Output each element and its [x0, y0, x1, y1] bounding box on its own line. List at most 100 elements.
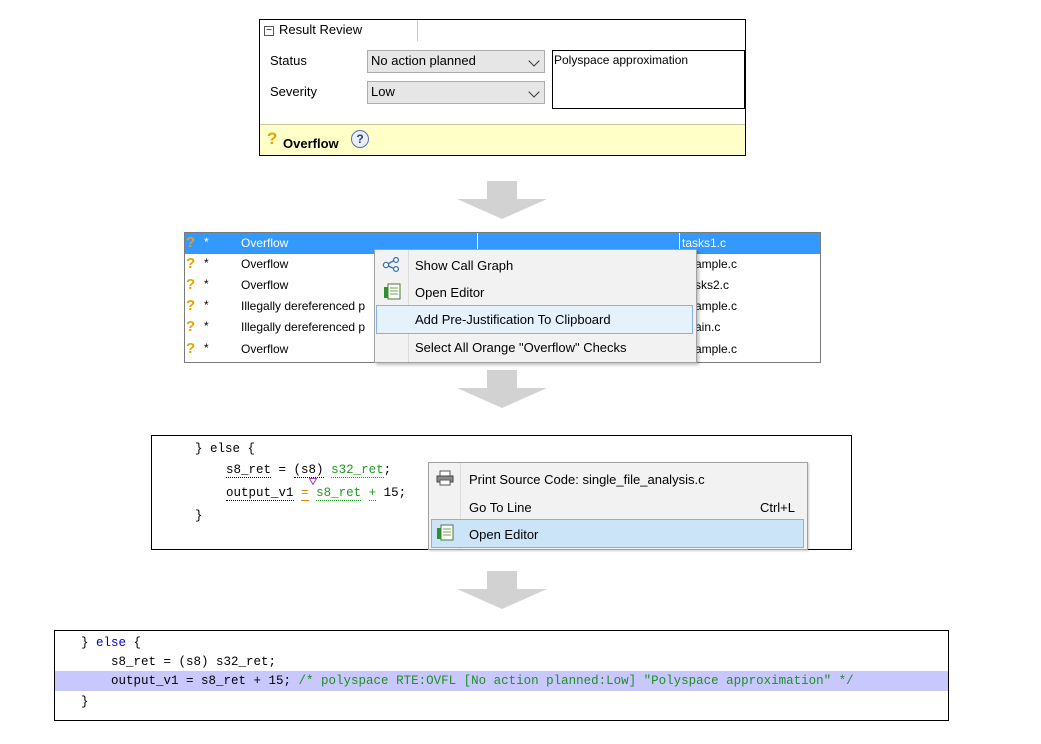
- code-line: }: [195, 509, 203, 523]
- code-line: s8_ret = (s8) s32_ret;: [81, 655, 277, 669]
- comment-field[interactable]: Polyspace approximation: [552, 50, 745, 109]
- result-review-header[interactable]: − Result Review: [260, 20, 418, 41]
- down-arrow-icon: [457, 181, 547, 219]
- results-context-menu: Show Call Graph Open Editor Add Pre-Just…: [374, 249, 697, 363]
- status-dropdown[interactable]: No action planned: [367, 50, 545, 73]
- menu-item-add-pre-justification[interactable]: Add Pre-Justification To Clipboard: [376, 305, 693, 334]
- down-arrow-icon: [457, 571, 547, 609]
- menu-item-label: Show Call Graph: [415, 258, 514, 273]
- check-cell: Illegally dereferenced p: [241, 299, 366, 313]
- menu-item-open-editor[interactable]: Open Editor: [375, 279, 696, 306]
- file-cell: ample.c: [695, 257, 738, 271]
- orange-check-icon: ?: [186, 318, 196, 335]
- cast-token[interactable]: (s8): [293, 463, 324, 478]
- code-token: 15;: [376, 486, 407, 500]
- menu-item-label: Select All Orange "Overflow" Checks: [415, 340, 627, 355]
- editor-icon: [384, 283, 401, 300]
- keyword-token: else: [96, 636, 127, 650]
- down-arrow-icon: [457, 370, 547, 408]
- orange-check-icon: ?: [186, 255, 196, 272]
- check-name: Overflow: [283, 136, 339, 151]
- table-row[interactable]: ? * Overflow ample.c: [185, 254, 820, 275]
- new-marker: *: [204, 341, 209, 355]
- check-cell: Illegally dereferenced p: [241, 320, 366, 334]
- table-row[interactable]: ? * Overflow sks2.c: [185, 275, 820, 296]
- code-token: output_v1 = s8_ret + 15;: [81, 674, 299, 688]
- code-line: s8_ret = (s8) s32_ret;: [226, 463, 392, 478]
- code-token: [324, 463, 332, 477]
- chevron-down-icon: [528, 86, 540, 98]
- column-divider: [477, 233, 478, 254]
- check-cell: Overflow: [241, 236, 289, 250]
- check-marker-icon: [309, 478, 317, 485]
- severity-value: Low: [371, 84, 395, 99]
- menu-item-label: Add Pre-Justification To Clipboard: [415, 312, 611, 327]
- menu-item-open-editor[interactable]: Open Editor: [431, 519, 804, 548]
- column-divider: [679, 233, 680, 254]
- code-token: [361, 486, 369, 500]
- table-row[interactable]: ? * Overflow tasks1.c: [185, 233, 820, 254]
- table-row[interactable]: ? * Illegally dereferenced p ample.c: [185, 296, 820, 317]
- new-marker: *: [204, 319, 209, 333]
- new-marker: *: [204, 235, 209, 249]
- orange-check-icon: ?: [186, 297, 196, 314]
- plus-operator-token[interactable]: +: [368, 486, 377, 501]
- collapse-toggle-icon[interactable]: −: [264, 26, 274, 36]
- result-review-title: Result Review: [279, 22, 363, 37]
- menu-item-select-all-orange-overflow[interactable]: Select All Orange "Overflow" Checks: [375, 334, 696, 361]
- file-cell: ample.c: [695, 342, 738, 356]
- menu-item-shortcut: Ctrl+L: [759, 500, 795, 515]
- file-cell: tasks1.c: [682, 236, 727, 250]
- code-token: [309, 486, 317, 500]
- severity-label: Severity: [270, 84, 317, 99]
- menu-item-label: Open Editor: [469, 527, 539, 542]
- status-label: Status: [270, 53, 307, 68]
- result-review-panel: − Result Review Status No action planned…: [259, 19, 746, 156]
- file-cell: ain.c: [695, 320, 721, 334]
- menu-item-label: Print Source Code: single_file_analysis.…: [469, 472, 705, 487]
- call-graph-icon: [382, 257, 400, 273]
- code-line: }: [81, 695, 89, 709]
- code-token-s8-ret[interactable]: s8_ret: [226, 463, 272, 478]
- code-token: =: [271, 463, 294, 477]
- file-cell: ample.c: [695, 299, 738, 313]
- highlighted-line: [55, 671, 948, 691]
- code-token: ;: [383, 463, 392, 477]
- code-token-output-v1[interactable]: output_v1: [226, 486, 294, 501]
- code-token-s32-ret[interactable]: s32_ret: [331, 463, 384, 478]
- chevron-down-icon: [528, 55, 540, 67]
- check-cell: Overflow: [241, 342, 289, 356]
- check-cell: Overflow: [241, 257, 289, 271]
- table-row[interactable]: ? * Illegally dereferenced p ain.c: [185, 317, 820, 338]
- code-line: } else {: [81, 636, 141, 650]
- menu-item-label: Go To Line: [469, 500, 532, 515]
- justification-comment: /* polyspace RTE:OVFL [No action planned…: [298, 674, 854, 688]
- orange-check-icon: ?: [267, 129, 278, 148]
- help-icon[interactable]: ?: [351, 130, 369, 148]
- orange-check-icon: ?: [186, 340, 196, 357]
- menu-item-show-call-graph[interactable]: Show Call Graph: [375, 252, 696, 279]
- file-cell: sks2.c: [695, 278, 730, 292]
- menu-item-label: Open Editor: [415, 285, 485, 300]
- check-detail-banner: ? Overflow ?: [260, 124, 745, 155]
- editor-icon: [437, 524, 454, 541]
- code-line: output_v1 = s8_ret + 15; /* polyspace RT…: [81, 674, 854, 688]
- status-value: No action planned: [371, 53, 476, 68]
- source-context-menu: Print Source Code: single_file_analysis.…: [428, 462, 808, 550]
- code-line: } else {: [195, 442, 256, 456]
- printer-icon: [436, 470, 454, 486]
- menu-item-print-source-code[interactable]: Print Source Code: single_file_analysis.…: [429, 465, 807, 492]
- menu-item-go-to-line[interactable]: Go To Line Ctrl+L: [429, 493, 807, 520]
- annotated-code-view: } else { s8_ret = (s8) s32_ret; output_v…: [54, 630, 949, 721]
- code-token: [294, 486, 302, 500]
- severity-dropdown[interactable]: Low: [367, 81, 545, 104]
- orange-check-icon: ?: [186, 234, 196, 251]
- code-token: {: [126, 636, 142, 650]
- new-marker: *: [204, 256, 209, 270]
- table-row[interactable]: ? * Overflow ample.c: [185, 339, 820, 360]
- new-marker: *: [204, 298, 209, 312]
- code-token-s8-ret[interactable]: s8_ret: [316, 486, 362, 501]
- orange-operator-token[interactable]: =: [301, 486, 309, 501]
- menu-icon-gutter: [460, 463, 461, 549]
- comment-text: Polyspace approximation: [554, 53, 689, 67]
